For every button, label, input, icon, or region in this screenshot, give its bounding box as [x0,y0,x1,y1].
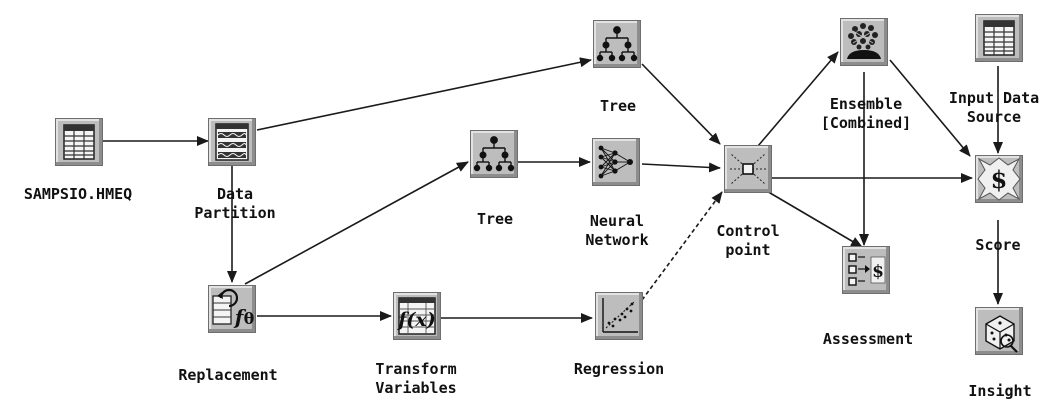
control-point-node[interactable] [724,145,772,193]
edge-control-to-assessment [764,189,863,248]
ensemble-icon [847,23,881,59]
edge-tree-top-to-control [641,63,721,145]
data-partition-icon [215,123,249,161]
transform-variables-icon: f(x) [396,297,436,335]
neural-network-icon [598,145,633,179]
svg-text:θ: θ [244,309,255,328]
edge-replacement-to-tree-mid [244,161,469,285]
assessment-label: Assessment [822,330,914,348]
input-data-source-label: Input Data Source [948,89,1040,126]
regression-icon [602,298,638,333]
data-partition-label: Data Partition [194,185,276,222]
svg-text:f(x): f(x) [396,309,435,331]
sampsio-node[interactable] [55,118,103,166]
data-table-icon [63,124,95,160]
neural-network-label: Neural Network [585,212,649,249]
replacement-node[interactable]: f θ [208,285,256,333]
replacement-icon: f θ [212,288,255,329]
assessment-node[interactable]: $ [842,246,890,294]
score-icon: $ [977,157,1021,201]
tree-mid-label: Tree [476,210,514,228]
edge-neural-to-control [641,162,721,173]
sampsio-label: SAMPSIO.HMEQ [23,185,133,203]
tree-icon [596,26,638,62]
insight-node[interactable] [975,307,1023,355]
edge-control-to-ensemble [757,51,839,147]
tree-top-node[interactable] [593,20,641,68]
input-data-source-node[interactable] [975,14,1023,62]
regression-label: Regression [573,360,665,378]
ensemble-label: Ensemble [Combined] [820,95,912,132]
insight-icon [985,315,1018,353]
regression-node[interactable] [595,292,643,340]
transform-variables-node[interactable]: f(x) [393,292,441,340]
neural-network-node[interactable] [592,138,640,186]
edge-regression-to-control [641,191,723,301]
ensemble-node[interactable] [840,18,888,66]
tree-icon [473,136,515,172]
score-label: Score [975,236,1021,254]
svg-text:f: f [233,305,247,329]
assessment-icon: $ [848,253,886,286]
tree-top-label: Tree [599,97,637,115]
edge-partition-to-tree-top [256,57,592,131]
svg-text:$: $ [991,165,1008,194]
data-table-icon [983,20,1015,56]
svg-text:$: $ [872,262,884,282]
edge-ensemble-to-score [889,59,971,157]
tree-mid-node[interactable] [470,130,518,178]
data-partition-node[interactable] [208,118,256,166]
insight-label: Insight [968,382,1032,400]
control-point-label: Control point [716,222,780,259]
replacement-label: Replacement [178,366,278,384]
control-point-icon [729,153,767,185]
transform-variables-label: Transform Variables [375,360,457,397]
score-node[interactable]: $ [975,155,1023,203]
